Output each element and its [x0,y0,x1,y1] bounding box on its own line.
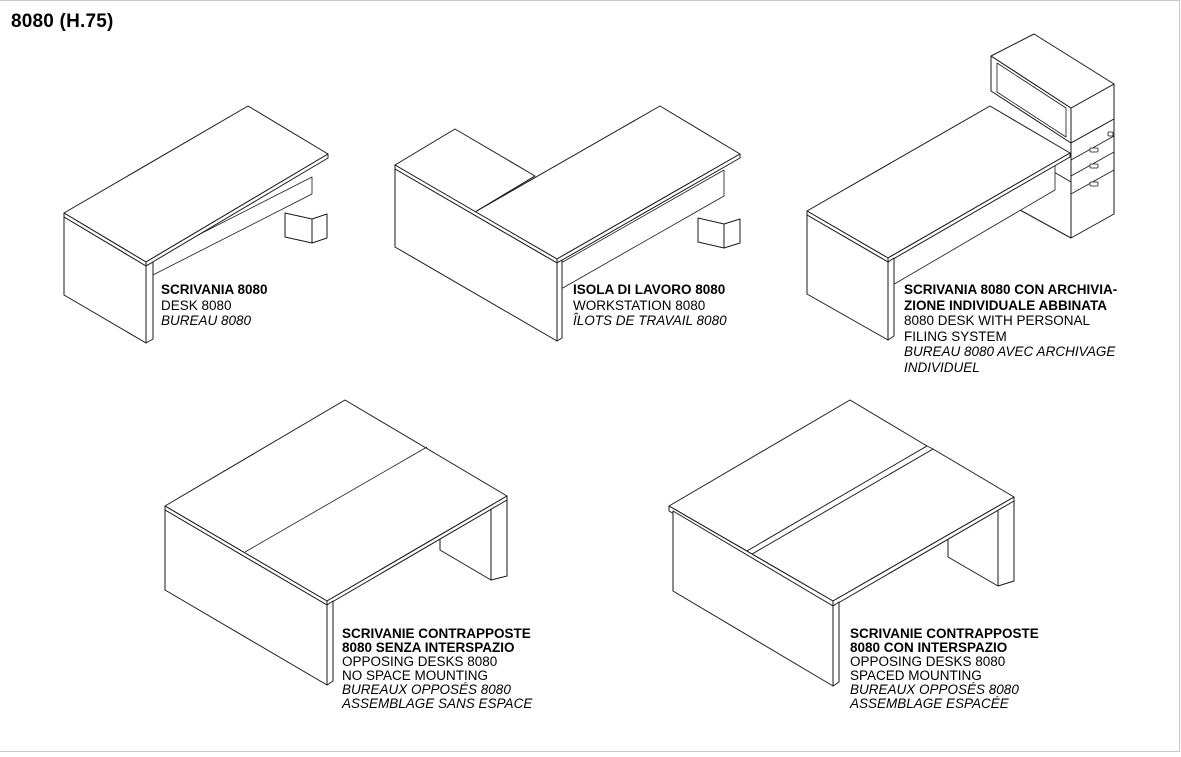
caption-italian-line: 8080 CON INTERSPAZIO [850,640,1008,655]
caption-english-line: WORKSTATION 8080 [573,297,706,313]
caption-french-line: BUREAUX OPPOSÉS 8080 [342,682,511,697]
caption-french-line: BUREAU 8080 AVEC ARCHIVAGE [904,344,1116,359]
caption-opposing-desks-spaced: SCRIVANIE CONTRAPPOSTE 8080 CON INTERSPA… [850,627,1039,711]
desk-with-filing-drawing [806,33,1115,341]
caption-french-line: BUREAU 8080 [161,313,252,328]
page-title: 8080 (H.75) [11,11,114,32]
caption-italian-line: SCRIVANIA 8080 CON ARCHIVIA- [904,282,1118,297]
caption-english-line: NO SPACE MOUNTING [342,668,489,683]
desk-8080-drawing [63,105,329,344]
caption-italian-line: 8080 SENZA INTERSPAZIO [342,640,515,655]
caption-french-line: ASSEMBLAGE SANS ESPACE [342,696,533,711]
caption-english-line: DESK 8080 [161,297,232,313]
caption-desk-with-filing: SCRIVANIA 8080 CON ARCHIVIA- ZIONE INDIV… [904,282,1117,375]
caption-french-line: BUREAUX OPPOSÉS 8080 [850,682,1019,697]
caption-english-line: FILING SYSTEM [904,328,1007,344]
opposing-desks-spaced-drawing [668,399,1015,687]
caption-english-line: SPACED MOUNTING [850,668,982,683]
caption-french-line: INDIVIDUEL [904,359,980,375]
caption-english-line: 8080 DESK WITH PERSONAL [904,313,1091,328]
caption-opposing-desks-no-space: SCRIVANIE CONTRAPPOSTE 8080 SENZA INTERS… [342,627,532,711]
caption-french-line: ÎLOTS DE TRAVAIL 8080 [573,313,727,328]
caption-workstation-8080: ISOLA DI LAVORO 8080 WORKSTATION 8080 ÎL… [573,282,727,329]
opposing-desks-no-space-drawing [164,399,508,686]
caption-desk-8080: SCRIVANIA 8080 DESK 8080 BUREAU 8080 [161,282,268,329]
caption-italian-line: SCRIVANIA 8080 [161,282,268,297]
caption-italian-line: SCRIVANIE CONTRAPPOSTE [342,626,531,641]
caption-french-line: ASSEMBLAGE ESPACÉE [850,696,1009,711]
workstation-8080-drawing [394,105,741,342]
caption-english-line: OPPOSING DESKS 8080 [850,654,1006,669]
caption-english-line: OPPOSING DESKS 8080 [342,654,498,669]
caption-italian-line: SCRIVANIE CONTRAPPOSTE [850,626,1039,641]
caption-italian-line: ISOLA DI LAVORO 8080 [573,282,726,297]
caption-italian-line: ZIONE INDIVIDUALE ABBINATA [904,297,1107,313]
